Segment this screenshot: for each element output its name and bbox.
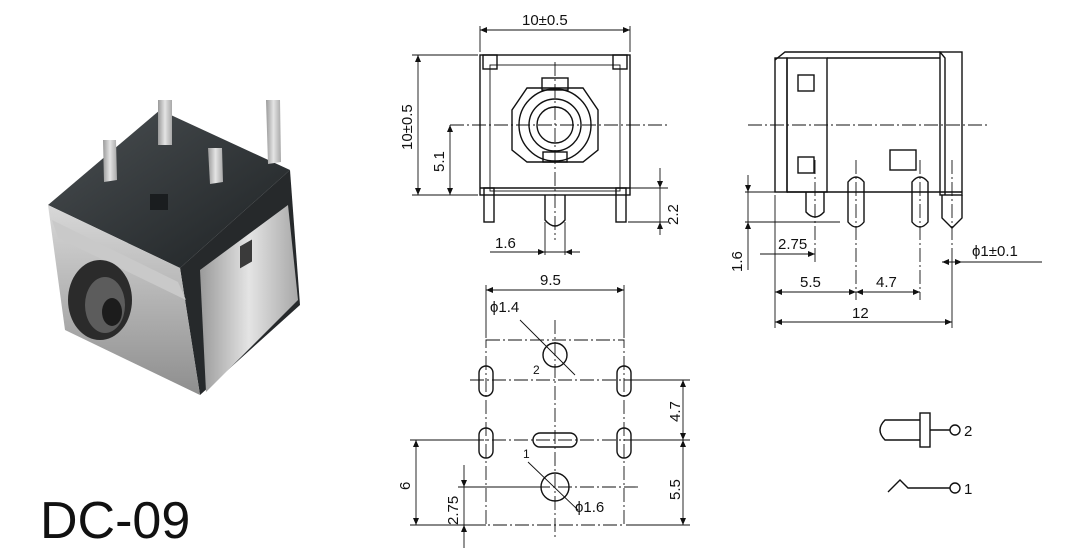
footprint-width-label: 9.5: [540, 272, 561, 289]
side-spacing-b-label: 4.7: [876, 274, 897, 291]
front-pin-length-label: 2.2: [665, 204, 682, 225]
footprint-hole1-label: ϕ1.6: [575, 499, 604, 516]
side-pin-diameter-label: ϕ1±0.1: [972, 243, 1018, 260]
front-pin-offset-label: 1.6: [495, 235, 516, 252]
footprint-hole2-label: ϕ1.4: [490, 299, 519, 316]
side-spacing-a-label: 5.5: [800, 274, 821, 291]
footprint-pin2-number: 2: [533, 363, 540, 377]
front-width-label: 10±0.5: [522, 12, 568, 29]
front-height-label: 10±0.5: [399, 104, 416, 150]
side-offset-label: 2.75: [778, 236, 807, 253]
side-length-label: 12: [852, 305, 869, 322]
footprint-height-label: 6: [397, 482, 414, 490]
product-photo: [48, 100, 300, 395]
footprint-spacing-top-label: 4.7: [667, 401, 684, 422]
footprint-offset-label: 2.75: [445, 496, 462, 525]
model-name: DC-09: [40, 492, 190, 550]
schematic-pin1-label: 1: [964, 481, 972, 498]
footprint-pin1-number: 1: [523, 447, 530, 461]
schematic-pin2-label: 2: [964, 423, 972, 440]
pcb-footprint: 2 1 9.5 ϕ1.4 ϕ1.6 4.7 5.5 6 2.75: [397, 272, 690, 548]
front-center-height-label: 5.1: [431, 151, 448, 172]
schematic-symbol: 2 1: [879, 412, 972, 498]
side-view: 1.6 2.75 5.5 4.7 12 ϕ1±0.1: [729, 51, 1042, 328]
side-pin-length-label: 1.6: [729, 251, 746, 272]
footprint-spacing-bottom-label: 5.5: [667, 479, 684, 500]
front-view: 10±0.5 10±0.5 5.1 2.2 1.6: [399, 12, 682, 255]
